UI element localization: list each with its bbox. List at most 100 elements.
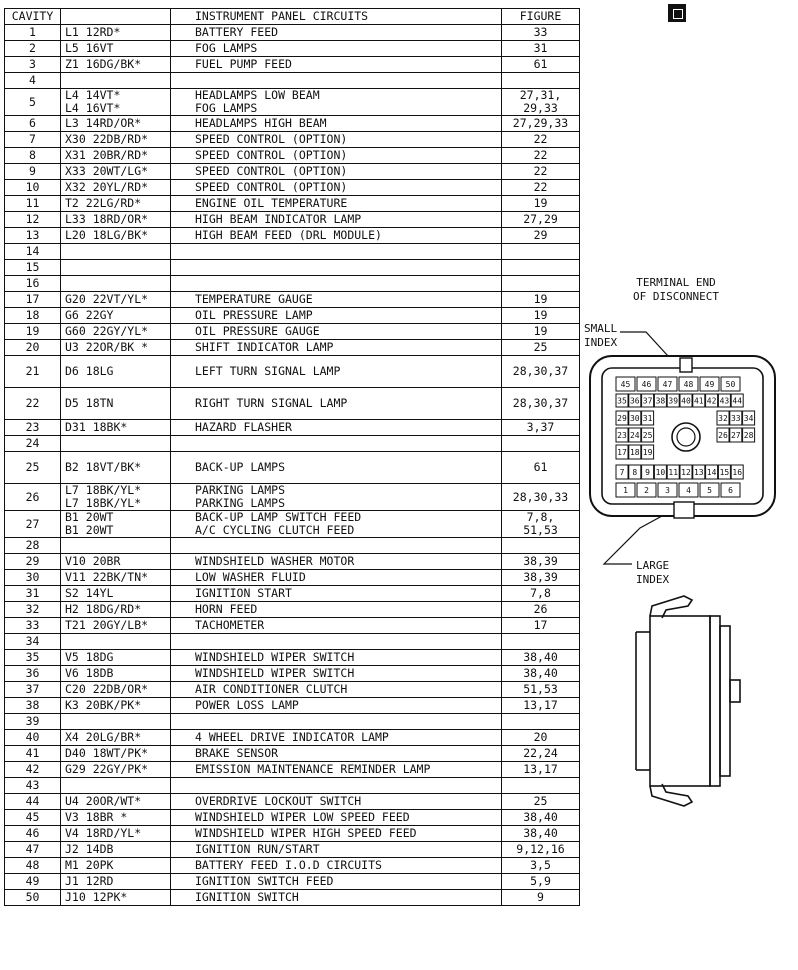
terminal-cavity-box (615, 427, 629, 443)
terminal-cavity-box (657, 482, 678, 498)
header-wire (60, 8, 171, 25)
header-cavity: CAVITY (4, 8, 61, 25)
circuit-cell-line: LOW WASHER FLUID (195, 570, 306, 584)
circuit-cell: IGNITION SWITCH FEED (170, 873, 502, 890)
circuit-cell-line: WINDSHIELD WIPER LOW SPEED FEED (195, 810, 410, 824)
figure-cell-line: 38,39 (523, 570, 558, 584)
figure-cell: 9,12,16 (501, 841, 580, 858)
circuit-cell (170, 633, 502, 650)
cavity-cell: 7 (4, 131, 61, 148)
terminal-cavity-box (628, 410, 642, 426)
wire-cell: S2 14YL (60, 585, 171, 602)
circuit-cell-line: HEADLAMPS HIGH BEAM (195, 116, 327, 130)
figure-cell: 13,17 (501, 761, 580, 778)
wire-cell-line: K3 20BK/PK* (65, 698, 142, 712)
circuit-cell-line: ENGINE OIL TEMPERATURE (195, 196, 348, 210)
wire-cell: V6 18DB (60, 665, 171, 682)
figure-cell-line: 31 (533, 41, 548, 55)
terminal-cavity-label: 6 (728, 486, 733, 495)
circuit-cell: HAZARD FLASHER (170, 419, 502, 436)
circuit-cell (170, 713, 502, 730)
circuit-cell-line: HAZARD FLASHER (195, 420, 292, 434)
circuit-cell-line: HORN FEED (195, 602, 258, 616)
wire-cell: L1 12RD* (60, 24, 171, 41)
wire-cell-line: G6 22GY (65, 308, 114, 322)
cavity-cell: 38 (4, 697, 61, 714)
figure-cell: 28,30,37 (501, 387, 580, 420)
wire-cell-line: L4 14VT* (65, 88, 121, 102)
circuit-cell-line: WINDSHIELD WIPER SWITCH (195, 650, 355, 664)
terminal-cavity-label: 4 (686, 486, 691, 495)
circuit-cell: WINDSHIELD WIPER SWITCH (170, 649, 502, 666)
terminal-cavity-box (717, 464, 731, 480)
figure-cell: 31 (501, 40, 580, 57)
wire-cell-line: H2 18DG/RD* (65, 602, 142, 616)
terminal-cavity-box (615, 464, 629, 480)
circuit-cell: FOG LAMPS (170, 40, 502, 57)
wire-cell-line: J10 12PK* (65, 890, 128, 904)
figure-cell: 19 (501, 323, 580, 340)
terminal-cavity-label: 27 (731, 431, 741, 440)
circuit-cell-line: IGNITION SWITCH (195, 890, 299, 904)
circuit-cell: SPEED CONTROL (OPTION) (170, 179, 502, 196)
cavity-cell: 13 (4, 227, 61, 244)
figure-cell-line: 19 (533, 292, 548, 306)
figure-cell-line: 3,5 (530, 858, 551, 872)
figure-cell-line: 13,17 (523, 762, 558, 776)
figure-cell (501, 275, 580, 292)
cavity-cell: 27 (4, 510, 61, 538)
cavity-cell: 35 (4, 649, 61, 666)
cavity-cell: 44 (4, 793, 61, 810)
wire-cell: M1 20PK (60, 857, 171, 874)
wire-cell-line: V11 22BK/TN* (65, 570, 149, 584)
terminal-cavity-box (653, 464, 667, 480)
terminal-cavity-label: 2 (644, 486, 649, 495)
circuit-cell: IGNITION RUN/START (170, 841, 502, 858)
wire-cell-line: X4 20LG/BR* (65, 730, 142, 744)
circuit-cell-line: OVERDRIVE LOCKOUT SWITCH (195, 794, 362, 808)
figure-cell-line: 27,31, (519, 88, 562, 102)
circuit-cell (170, 243, 502, 260)
figure-cell: 19 (501, 195, 580, 212)
wire-cell: G6 22GY (60, 307, 171, 324)
terminal-cavity-box (692, 464, 706, 480)
figure-cell-line: 19 (533, 308, 548, 322)
cavity-cell: 41 (4, 745, 61, 762)
circuit-cell: EMISSION MAINTENANCE REMINDER LAMP (170, 761, 502, 778)
cavity-cell: 36 (4, 665, 61, 682)
circuit-cell-line: FUEL PUMP FEED (195, 57, 292, 71)
cavity-cell: 32 (4, 601, 61, 618)
wire-cell: T21 20GY/LB* (60, 617, 171, 634)
wire-cell: C20 22DB/OR* (60, 681, 171, 698)
terminal-cavity-label: 7 (620, 468, 625, 477)
circuit-cell-line: BACK-UP LAMP SWITCH FEED (195, 510, 362, 524)
circuit-cell: SPEED CONTROL (OPTION) (170, 163, 502, 180)
terminal-cavity-label: 11 (668, 468, 678, 477)
figure-cell-line: 51,53 (523, 682, 558, 696)
circuit-cell: HIGH BEAM INDICATOR LAMP (170, 211, 502, 228)
wire-cell (60, 777, 171, 794)
figure-cell: 22 (501, 131, 580, 148)
terminal-cavity-label: 14 (707, 468, 717, 477)
circuit-cell-line: OIL PRESSURE LAMP (195, 308, 313, 322)
header-circuits: INSTRUMENT PANEL CIRCUITS (170, 8, 502, 25)
terminal-cavity-label: 9 (645, 468, 650, 477)
wire-cell-line: D40 18WT/PK* (65, 746, 149, 760)
wire-cell (60, 275, 171, 292)
wire-cell: V3 18BR * (60, 809, 171, 826)
circuit-cell-line: BACK-UP LAMPS (195, 460, 286, 474)
terminal-cavity-box (729, 410, 743, 426)
terminal-cavity-box (679, 464, 693, 480)
terminal-cavity-label: 18 (630, 448, 640, 457)
circuit-cell-line: BRAKE SENSOR (195, 746, 279, 760)
connector-side-view (635, 595, 741, 807)
cavity-cell: 46 (4, 825, 61, 842)
